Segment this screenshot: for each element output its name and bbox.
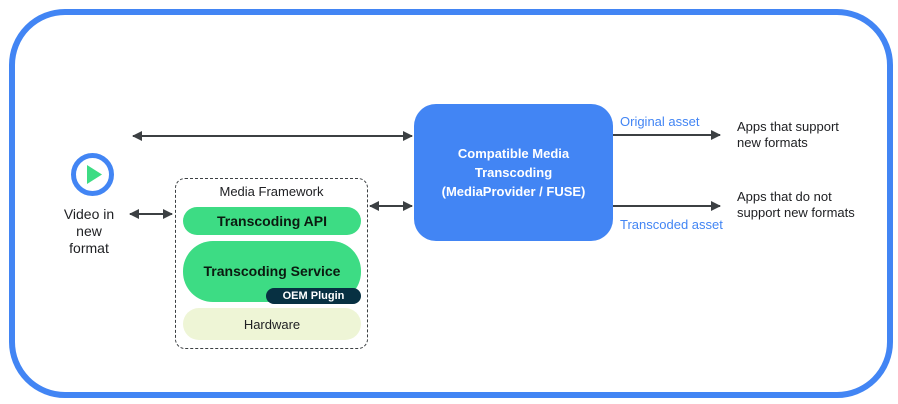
apps-new-line-1: Apps that support: [737, 119, 839, 134]
compat-text: Compatible Media Transcoding (MediaProvi…: [439, 144, 589, 201]
video-label-line-2: new: [76, 223, 102, 239]
hardware-label: Hardware: [243, 316, 301, 332]
apps-not-support-new-formats-label: Apps that do not support new formats: [737, 189, 855, 221]
diagram-frame: [9, 9, 893, 398]
apps-old-line-1: Apps that do not: [737, 189, 832, 204]
original-asset-label: Original asset: [620, 114, 700, 129]
compat-line-3: (MediaProvider / FUSE): [441, 184, 586, 199]
video-label-line-3: format: [69, 240, 109, 256]
compatible-media-transcoding-box: Compatible Media Transcoding (MediaProvi…: [414, 104, 613, 241]
transcoding-api-label: Transcoding API: [217, 213, 327, 229]
transcoding-service-label: Transcoding Service: [203, 263, 341, 279]
play-icon: [71, 153, 114, 196]
apps-old-line-2: support new formats: [737, 205, 855, 220]
video-source-label: Video in new format: [50, 206, 128, 257]
transcoded-asset-label: Transcoded asset: [620, 217, 723, 232]
media-framework-title: Media Framework: [219, 184, 324, 199]
video-label-line-1: Video in: [63, 206, 115, 222]
apps-new-line-2: new formats: [737, 135, 808, 150]
apps-support-new-formats-label: Apps that support new formats: [737, 119, 839, 151]
compat-line-1: Compatible Media: [457, 146, 570, 161]
compat-line-2: Transcoding: [474, 165, 553, 180]
transcoding-api-block: Transcoding API: [183, 207, 361, 235]
oem-plugin-label: OEM Plugin: [282, 290, 345, 302]
oem-plugin-badge: OEM Plugin: [266, 288, 361, 304]
hardware-block: Hardware: [183, 308, 361, 340]
media-framework-box: [175, 178, 368, 349]
